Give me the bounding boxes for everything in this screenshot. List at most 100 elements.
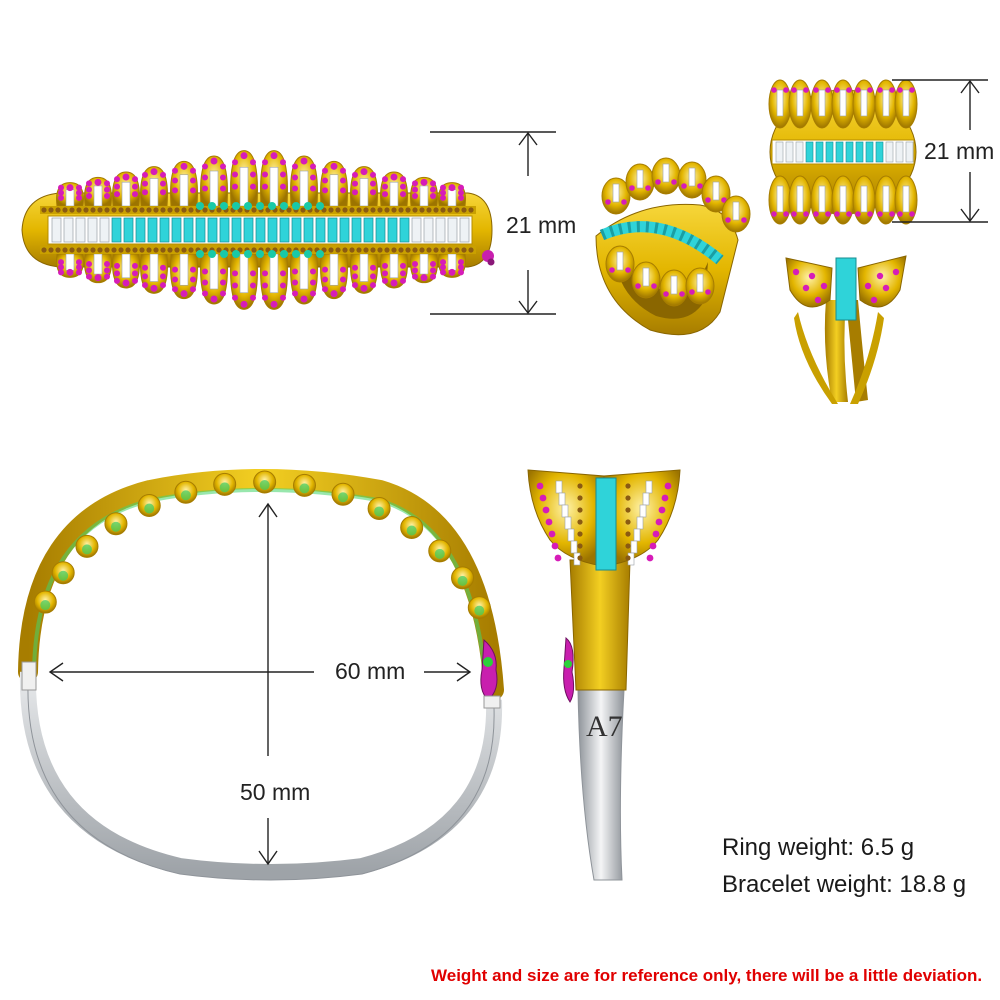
ruby-stone xyxy=(352,189,358,196)
ruby-stone xyxy=(250,183,256,190)
bead xyxy=(625,531,631,537)
ruby-stone xyxy=(250,171,256,178)
ruby-stone xyxy=(813,87,819,93)
ruby-stone xyxy=(855,211,861,217)
baguette-stone xyxy=(564,516,572,530)
ruby-stone xyxy=(834,211,840,217)
ruby-stone xyxy=(250,270,256,277)
baguette-stone xyxy=(555,480,563,494)
baguette-stone xyxy=(299,170,309,207)
ruby-stone xyxy=(725,217,731,223)
bead xyxy=(625,495,631,501)
ruby-stone xyxy=(545,518,553,526)
ruby-stone xyxy=(132,176,138,183)
bead xyxy=(349,247,355,253)
bead xyxy=(384,247,390,253)
ruby-stone xyxy=(160,180,166,187)
bead xyxy=(90,247,96,253)
ruby-stone xyxy=(412,273,418,280)
channel-stone xyxy=(855,141,864,163)
emerald-stone xyxy=(256,250,264,258)
ruby-stone xyxy=(190,187,196,194)
bead xyxy=(104,207,110,213)
ruby-stone xyxy=(655,179,661,185)
channel-stone xyxy=(795,141,804,163)
ruby-stone xyxy=(104,273,110,280)
bead xyxy=(160,207,166,213)
channel-stone xyxy=(875,141,884,163)
ruby-stone xyxy=(792,268,800,276)
ruby-stone xyxy=(448,268,456,276)
bead xyxy=(625,483,631,489)
baguette-stone xyxy=(642,492,650,506)
ruby-stone xyxy=(412,180,418,187)
bead xyxy=(405,247,411,253)
stone-underside xyxy=(110,521,121,532)
ruby-stone xyxy=(825,87,831,93)
ruby-stone xyxy=(635,283,641,289)
baguette-stone xyxy=(732,201,740,221)
baguette-stone xyxy=(662,163,670,183)
bead xyxy=(356,207,362,213)
bracelet-width-label: 21 mm xyxy=(506,212,577,238)
channel-stone xyxy=(303,217,314,243)
channel-stone xyxy=(459,217,470,243)
ruby-stone xyxy=(310,279,316,286)
ruby-stone xyxy=(262,282,268,289)
baguette-stone xyxy=(670,275,678,295)
ruby-stone xyxy=(551,542,559,550)
stone-underside xyxy=(474,605,485,616)
ruby-stone xyxy=(609,267,615,273)
channel-stone xyxy=(51,217,62,243)
bead xyxy=(625,507,631,513)
ruby-stone xyxy=(400,183,406,190)
ruby-stone xyxy=(340,266,346,273)
baguette-stone xyxy=(616,251,624,271)
baguette-stone xyxy=(419,253,429,275)
ruby-stone xyxy=(458,259,464,266)
bead xyxy=(146,207,152,213)
bead xyxy=(349,207,355,213)
ruby-stone xyxy=(322,187,328,194)
ring-side-view xyxy=(527,469,681,881)
ruby-stone xyxy=(250,294,256,301)
channel-stone xyxy=(219,217,230,243)
baguette-stone xyxy=(630,540,638,554)
emerald-stone xyxy=(208,202,216,210)
baguette-stone xyxy=(860,89,868,117)
channel-stone xyxy=(895,141,904,163)
ruby-stone xyxy=(150,284,158,292)
emerald-stone xyxy=(208,250,216,258)
channel-stone xyxy=(231,217,242,243)
baguette-stone xyxy=(902,89,910,117)
ruby-stone xyxy=(280,270,286,277)
ruby-stone xyxy=(705,289,711,295)
channel-stone xyxy=(805,141,814,163)
baguette-stone xyxy=(818,185,826,213)
ruby-stone xyxy=(834,87,840,93)
ruby-stone xyxy=(142,180,148,187)
stone-underside xyxy=(406,525,417,536)
channel-stone xyxy=(75,217,86,243)
ruby-stone xyxy=(352,282,358,289)
ring-width-dimension xyxy=(892,79,988,223)
emerald-stone xyxy=(316,202,324,210)
bead xyxy=(577,555,583,561)
bead xyxy=(335,207,341,213)
ruby-stone xyxy=(791,211,797,217)
ruby-stone xyxy=(86,192,92,199)
ruby-stone xyxy=(86,273,92,280)
ruby-stone xyxy=(430,261,436,268)
baguette-stone xyxy=(447,189,457,207)
ruby-stone xyxy=(172,276,178,283)
ruby-stone xyxy=(180,290,188,298)
bead xyxy=(426,247,432,253)
ruby-stone xyxy=(846,211,852,217)
emerald-stone xyxy=(304,202,312,210)
ruby-stone xyxy=(370,264,376,271)
bead xyxy=(153,247,159,253)
baguette-stone xyxy=(299,253,309,290)
bead xyxy=(577,531,583,537)
ruby-stone xyxy=(658,506,666,514)
emerald-stone xyxy=(196,250,204,258)
